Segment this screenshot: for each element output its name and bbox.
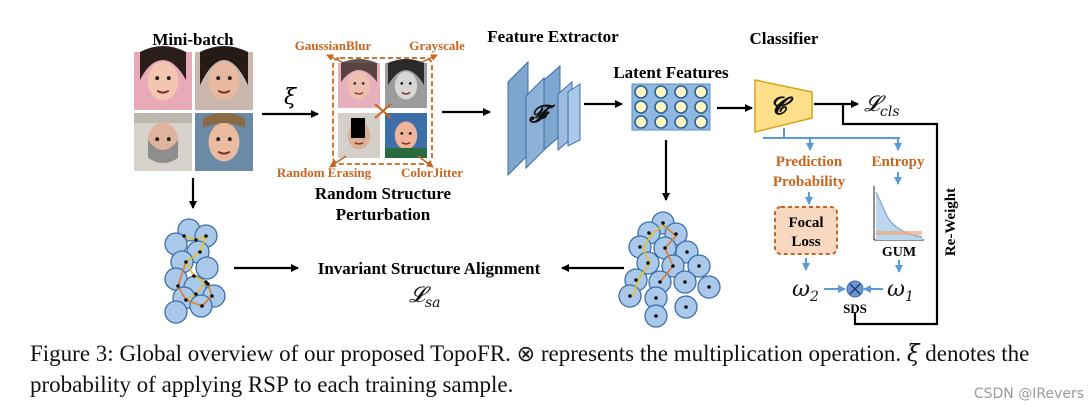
graph-point [206, 282, 210, 286]
feature-extractor-title: Feature Extractor [487, 27, 619, 46]
alignment-title: Invariant Structure Alignment [318, 259, 541, 278]
graph-point [707, 285, 711, 289]
graph-point [647, 231, 651, 235]
latent-node [634, 100, 648, 114]
topofr-diagram: Mini-batch ξ GaussianBlur Grayscale Rand… [134, 27, 959, 328]
x-mark-icon [374, 103, 392, 119]
graph-point [684, 305, 688, 309]
gum-label: GUM [882, 245, 916, 260]
latent-node [634, 115, 648, 129]
mini-batch-title: Mini-batch [152, 30, 234, 49]
graph-point [697, 264, 701, 268]
classifier-title: Classifier [750, 29, 819, 48]
graph-point [634, 278, 638, 282]
face-image-4 [195, 113, 253, 171]
rsp-title-line2: Perturbation [336, 205, 431, 224]
focal-loss-line2: Loss [791, 234, 820, 250]
graph-point [658, 280, 662, 284]
grayscale-image [385, 59, 427, 108]
prediction-label-line2: Probability [773, 174, 846, 190]
graph-point [184, 260, 188, 264]
face-image-2 [195, 46, 253, 110]
graph-point [194, 292, 198, 296]
feature-extractor-blocks [507, 60, 581, 177]
caption-text-3: denotes the probability of applying RSP … [30, 341, 1030, 397]
right-structure-graph [618, 211, 721, 328]
graph-edge-yellow [632, 224, 664, 297]
latent-node [654, 85, 668, 99]
latent-node [634, 85, 648, 99]
classifier-branch [763, 128, 902, 151]
figure-caption: Figure 3: Global overview of our propose… [30, 339, 1070, 400]
graph-point [674, 232, 678, 236]
caption-xi: ξ [906, 341, 920, 367]
graph-point [184, 298, 188, 302]
latent-node [654, 100, 668, 114]
xi-symbol: ξ [284, 85, 298, 110]
focal-loss-box [774, 206, 838, 255]
reweight-loop [841, 104, 939, 326]
grayscale-label: Grayscale [409, 38, 465, 53]
circled-times-icon [846, 280, 864, 298]
graph-point [685, 250, 689, 254]
latent-node [694, 85, 708, 99]
caption-otimes: ⊗ [516, 342, 536, 367]
caption-text-1: Figure 3: Global overview of our propose… [30, 341, 517, 366]
watermark: CSDN @IRevers [973, 386, 1084, 402]
latent-node [694, 100, 708, 114]
latent-feature-grid [631, 83, 711, 131]
loss-sa-symbol: 𝓛sa [409, 283, 441, 311]
graph-point [204, 234, 208, 238]
random-erasing-label: Random Erasing [277, 165, 372, 180]
latent-node [694, 115, 708, 129]
graph-point [192, 274, 196, 278]
latent-node [674, 85, 688, 99]
face-image-1 [134, 46, 192, 110]
latent-node [654, 115, 668, 129]
loss-cls-symbol: 𝓛cls [864, 92, 900, 120]
omega1-symbol: ω1 [887, 277, 914, 305]
sds-label: SDS [843, 301, 867, 316]
omega2-symbol: ω2 [792, 277, 819, 305]
rsp-images [338, 59, 427, 158]
graph-node [195, 256, 219, 280]
graph-edge-orange [177, 261, 213, 307]
random-erasing-image [338, 113, 380, 158]
color-jitter-label: ColorJitter [401, 165, 463, 180]
graph-point [671, 264, 675, 268]
mini-batch-images [134, 46, 253, 171]
left-structure-graph [164, 218, 226, 324]
graph-point [176, 284, 180, 288]
graph-point [638, 245, 642, 249]
graph-point [683, 280, 687, 284]
prediction-label-line1: Prediction [776, 154, 843, 170]
gaussian-blur-image [338, 59, 380, 108]
entropy-label: Entropy [871, 154, 925, 170]
gum-distribution-plot [873, 186, 924, 241]
latent-node [674, 100, 688, 114]
latent-node [674, 115, 688, 129]
graph-point [654, 314, 658, 318]
graph-point [654, 296, 658, 300]
graph-point [646, 261, 650, 265]
latent-features-title: Latent Features [613, 63, 729, 82]
caption-text-2: represents the multiplication operation. [535, 341, 907, 366]
graph-point [628, 294, 632, 298]
rsp-title-line1: Random Structure [315, 184, 452, 203]
rsp-box [332, 57, 433, 165]
graph-point [198, 250, 202, 254]
focal-loss-line1: Focal [789, 215, 824, 231]
face-image-3 [134, 113, 192, 171]
graph-node [164, 300, 188, 324]
graph-point [661, 221, 665, 225]
gaussian-blur-label: GaussianBlur [295, 38, 372, 53]
graph-point [200, 304, 204, 308]
classifier-block [754, 79, 813, 133]
reweight-label: Re-Weight [943, 188, 959, 256]
color-jitter-image [385, 113, 427, 158]
graph-point [210, 294, 214, 298]
graph-point [663, 246, 667, 250]
graph-point [182, 234, 186, 238]
graph-point [194, 238, 198, 242]
